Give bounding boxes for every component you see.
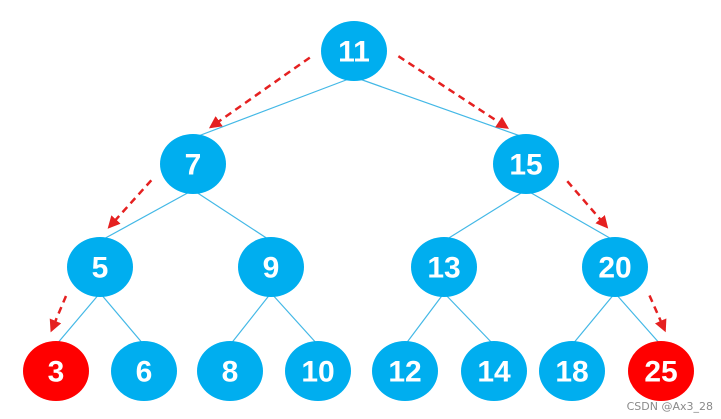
node-circle — [111, 341, 177, 401]
watermark-text: CSDN @Ax3_28 — [626, 400, 713, 413]
edge-7-9 — [192, 189, 272, 242]
highlighted-node-circle — [23, 341, 89, 401]
node-label: 6 — [136, 356, 153, 389]
node-circle — [197, 341, 263, 401]
node-label: 18 — [555, 356, 588, 389]
node-circle — [160, 134, 226, 194]
node-label: 8 — [222, 356, 239, 389]
edge-15-13 — [443, 189, 527, 242]
node-label: 5 — [92, 252, 109, 285]
node-label: 9 — [263, 252, 280, 285]
edge-5-3 — [55, 292, 101, 346]
node-circle — [582, 237, 648, 297]
node-label: 12 — [388, 356, 421, 389]
node-label: 3 — [48, 356, 65, 389]
edge-5-6 — [99, 292, 145, 346]
node-circle — [493, 134, 559, 194]
highlighted-node-circle — [628, 341, 694, 401]
node-circle — [321, 21, 387, 81]
tree-node-13: 13 — [411, 237, 477, 297]
node-label: 15 — [509, 149, 542, 182]
edge-13-12 — [404, 292, 445, 346]
node-label: 25 — [644, 356, 677, 389]
edge-9-10 — [270, 292, 319, 346]
node-circle — [67, 237, 133, 297]
edge-11-7 — [192, 76, 355, 139]
node-circle — [285, 341, 351, 401]
tree-node-5: 5 — [67, 237, 133, 297]
tree-node-8: 8 — [197, 341, 263, 401]
node-circle — [411, 237, 477, 297]
edge-7-5 — [99, 189, 194, 242]
edge-11-15 — [353, 76, 527, 139]
edge-20-25 — [614, 292, 662, 346]
node-circle — [238, 237, 304, 297]
tree-node-7: 7 — [160, 134, 226, 194]
search-arrow-20-25 — [648, 294, 667, 333]
node-label: 14 — [477, 356, 511, 389]
tree-node-25: 25 — [628, 341, 694, 401]
edge-20-18 — [571, 292, 616, 346]
edge-9-8 — [229, 292, 272, 346]
tree-node-6: 6 — [111, 341, 177, 401]
tree-node-18: 18 — [539, 341, 605, 401]
edge-15-20 — [525, 189, 616, 242]
search-arrow-5-3 — [49, 295, 68, 333]
search-arrow-7-5 — [107, 179, 153, 229]
node-label: 11 — [338, 36, 370, 69]
node-circle — [372, 341, 438, 401]
tree-node-15: 15 — [493, 134, 559, 194]
tree-node-12: 12 — [372, 341, 438, 401]
edge-13-14 — [443, 292, 495, 346]
tree-node-11: 11 — [321, 21, 387, 81]
node-circle — [461, 341, 527, 401]
node-label: 7 — [185, 149, 202, 182]
search-arrow-11-15 — [397, 55, 509, 129]
tree-node-20: 20 — [582, 237, 648, 297]
search-arrow-11-7 — [208, 56, 311, 129]
search-arrow-15-20 — [566, 180, 609, 229]
node-label: 10 — [301, 356, 334, 389]
node-label: 20 — [598, 252, 631, 285]
tree-node-14: 14 — [461, 341, 527, 401]
node-label: 13 — [427, 252, 460, 285]
tree-node-10: 10 — [285, 341, 351, 401]
tree-node-9: 9 — [238, 237, 304, 297]
node-circle — [539, 341, 605, 401]
tree-node-3: 3 — [23, 341, 89, 401]
